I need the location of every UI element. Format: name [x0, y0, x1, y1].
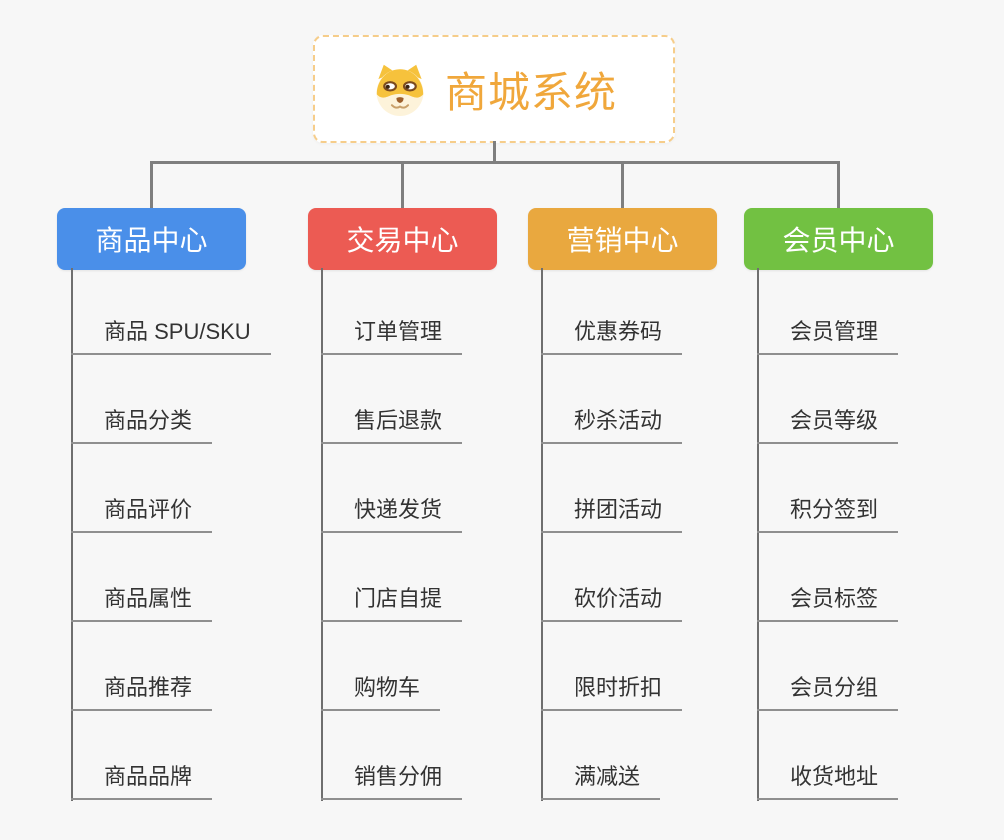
topic-item[interactable]: 拼团活动: [541, 491, 683, 533]
topic-item-label: 秒杀活动: [541, 403, 683, 444]
topic-item[interactable]: 商品品牌: [71, 758, 213, 800]
branch-member-center[interactable]: 会员中心: [744, 208, 933, 270]
topic-item[interactable]: 快递发货: [321, 491, 463, 533]
topic-item-label: 拼团活动: [541, 492, 683, 533]
topic-item[interactable]: 商品 SPU/SKU: [71, 313, 271, 355]
shiba-dog-icon: [376, 64, 424, 116]
topic-item[interactable]: 购物车: [321, 669, 441, 711]
topic-item[interactable]: 限时折扣: [541, 669, 683, 711]
branch-marketing-center-label: 营销中心: [566, 225, 679, 256]
spine-trade-center: [321, 268, 323, 801]
topic-item[interactable]: 商品分类: [71, 402, 213, 444]
topic-item[interactable]: 商品评价: [71, 491, 213, 533]
connector-drop-marketing: [621, 161, 624, 210]
spine-product-center: [71, 268, 73, 801]
connector-bus: [150, 161, 840, 164]
root-node[interactable]: 商城系统: [313, 35, 675, 143]
topic-item-label: 售后退款: [321, 403, 463, 444]
topic-item[interactable]: 商品属性: [71, 580, 213, 622]
topic-item[interactable]: 秒杀活动: [541, 402, 683, 444]
topic-item[interactable]: 会员分组: [757, 669, 899, 711]
topic-item-label: 优惠券码: [541, 314, 683, 355]
topic-item[interactable]: 满减送: [541, 758, 661, 800]
topic-item[interactable]: 砍价活动: [541, 580, 683, 622]
topic-item-label: 商品品牌: [71, 759, 213, 800]
topic-item-label: 收货地址: [757, 759, 899, 800]
topic-item[interactable]: 积分签到: [757, 491, 899, 533]
topic-item-label: 满减送: [541, 759, 661, 800]
topic-item-label: 会员管理: [757, 314, 899, 355]
connector-drop-trade: [401, 161, 404, 210]
branch-trade-center-label: 交易中心: [346, 225, 459, 256]
spine-marketing-center: [541, 268, 543, 801]
branch-member-center-label: 会员中心: [782, 225, 895, 256]
topic-item-label: 会员标签: [757, 581, 899, 622]
connector-root-stem: [493, 141, 496, 164]
topic-item[interactable]: 订单管理: [321, 313, 463, 355]
topic-item[interactable]: 销售分佣: [321, 758, 463, 800]
topic-item-label: 商品属性: [71, 581, 213, 622]
topic-item[interactable]: 会员标签: [757, 580, 899, 622]
topic-item-label: 订单管理: [321, 314, 463, 355]
topic-item-label: 商品分类: [71, 403, 213, 444]
branch-marketing-center[interactable]: 营销中心: [528, 208, 717, 270]
topic-item-label: 会员分组: [757, 670, 899, 711]
spine-member-center: [757, 268, 759, 801]
topic-item-label: 商品推荐: [71, 670, 213, 711]
topic-item[interactable]: 门店自提: [321, 580, 463, 622]
topic-item-label: 砍价活动: [541, 581, 683, 622]
topic-item[interactable]: 会员等级: [757, 402, 899, 444]
branch-product-center[interactable]: 商品中心: [57, 208, 246, 270]
topic-item-label: 积分签到: [757, 492, 899, 533]
topic-item-label: 限时折扣: [541, 670, 683, 711]
topic-item[interactable]: 商品推荐: [71, 669, 213, 711]
topic-item[interactable]: 优惠券码: [541, 313, 683, 355]
topic-item[interactable]: 会员管理: [757, 313, 899, 355]
topic-item-label: 商品评价: [71, 492, 213, 533]
topic-item-label: 快递发货: [321, 492, 463, 533]
connector-drop-member: [837, 161, 840, 210]
topic-item-label: 门店自提: [321, 581, 463, 622]
topic-item-label: 销售分佣: [321, 759, 463, 800]
topic-item-label: 购物车: [321, 670, 441, 711]
branch-trade-center[interactable]: 交易中心: [308, 208, 497, 270]
topic-item-label: 商品 SPU/SKU: [71, 314, 271, 355]
branch-product-center-label: 商品中心: [95, 225, 208, 256]
topic-item-label: 会员等级: [757, 403, 899, 444]
connector-drop-product: [150, 161, 153, 210]
topic-item[interactable]: 收货地址: [757, 758, 899, 800]
root-title: 商城系统: [444, 68, 617, 116]
topic-item[interactable]: 售后退款: [321, 402, 463, 444]
